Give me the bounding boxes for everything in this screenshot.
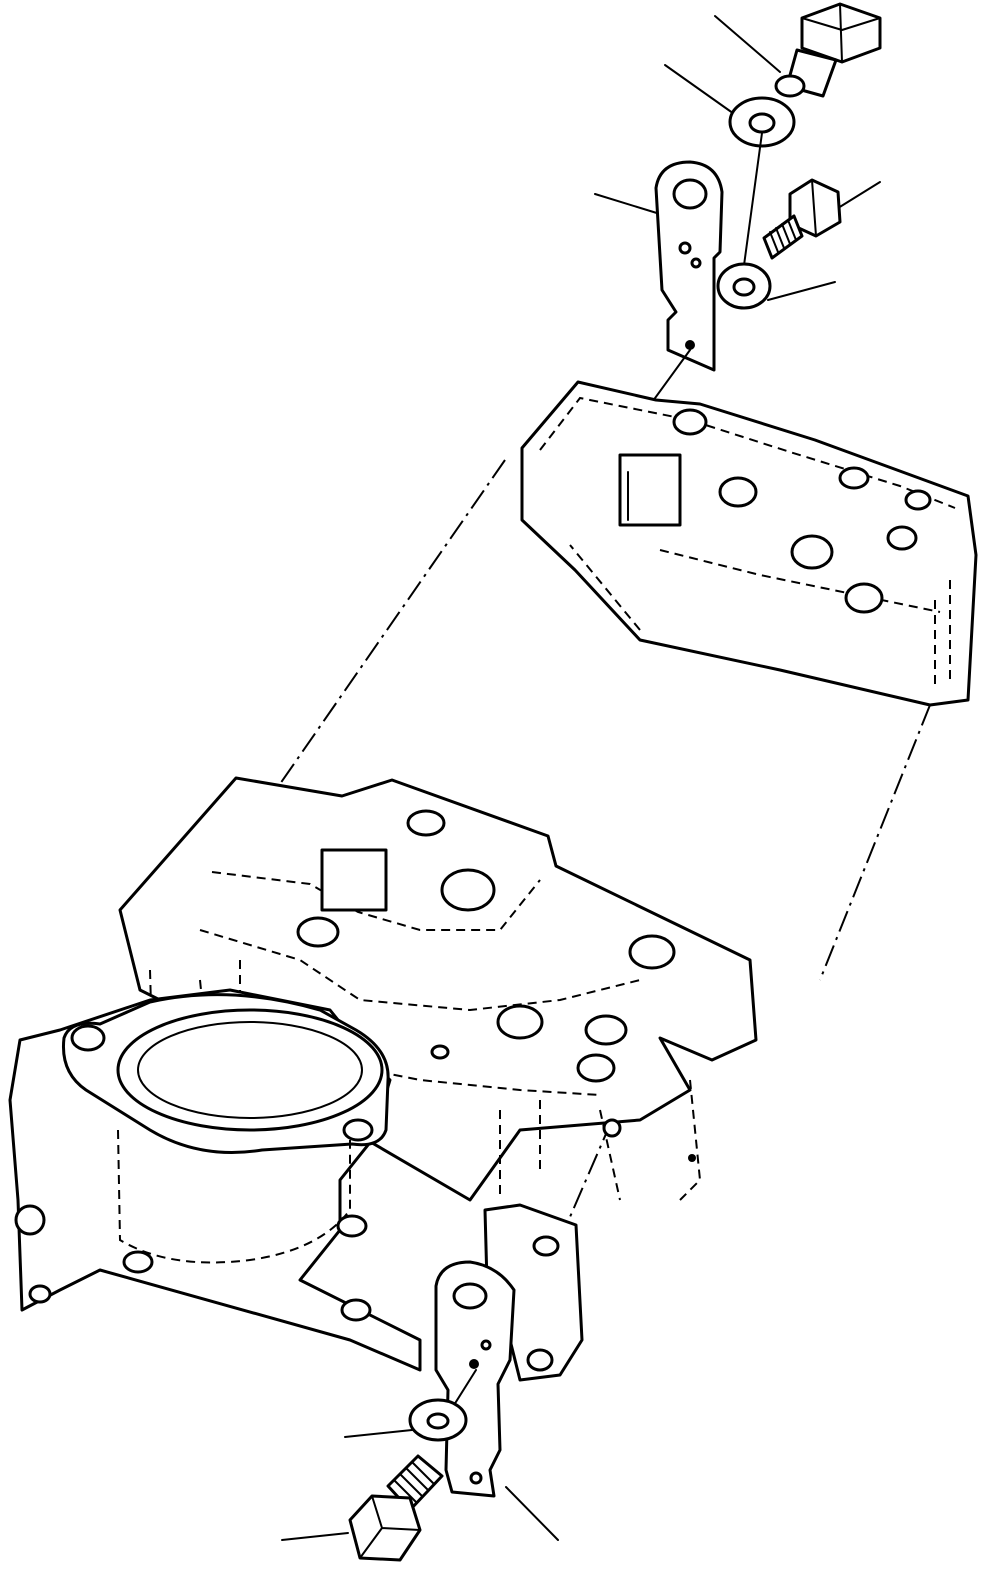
leader-small-washer [767, 281, 836, 301]
lower-bolt-icon [348, 1454, 444, 1562]
lower-bracket-plate-icon [431, 1260, 516, 1498]
upper-bolt-hex-icon [774, 2, 882, 98]
manifold-housing-icon [118, 776, 758, 1202]
leader-lower-bolt [281, 1532, 349, 1541]
leader-lower-bracket [505, 1486, 559, 1541]
callout-leaders [281, 15, 881, 1541]
leader-lower-washer [344, 1429, 413, 1438]
upper-small-washer-icon [716, 262, 772, 310]
gasket-block [520, 380, 978, 707]
leader-upper-bolt [714, 15, 781, 73]
upper-small-bolt-icon [762, 178, 842, 260]
flange-throat-icon [8, 988, 422, 1372]
assembly-axis-upper [741, 132, 763, 281]
leader-upper-washer [664, 64, 738, 117]
leader-upper-bracket [594, 193, 661, 215]
lower-washer-icon [408, 1398, 468, 1442]
upper-bracket-plate-icon [649, 160, 724, 406]
